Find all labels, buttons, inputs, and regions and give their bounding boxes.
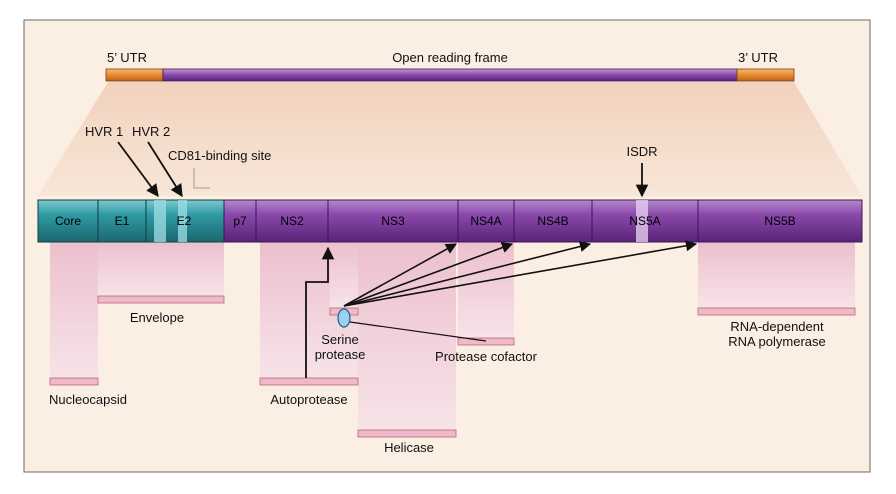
autoprotease-bar xyxy=(259,377,359,386)
hvr1-label: HVR 1 xyxy=(85,124,123,139)
utr3-label: 3’ UTR xyxy=(738,50,778,65)
e1e2-drop xyxy=(98,242,224,296)
segment-ns5b xyxy=(697,199,863,243)
helicase-bar xyxy=(357,429,457,438)
segment-ns4b xyxy=(513,199,593,243)
rdrp-label-line2: RNA polymerase xyxy=(728,334,826,349)
ns4b-label: NS4B xyxy=(537,214,568,228)
serine-label-line1: Serine xyxy=(321,332,359,347)
autoprotease-arrow xyxy=(305,246,335,378)
protease-cofactor-bar xyxy=(457,337,515,346)
cleavage-arrow-ns5a-ns5b xyxy=(343,240,698,307)
zoom-fan xyxy=(38,82,862,196)
protease-cofactor-label: Protease cofactor xyxy=(435,349,538,364)
segment-e1 xyxy=(97,199,147,243)
ns5b-label: NS5B xyxy=(764,214,795,228)
rdrp-bar xyxy=(697,307,856,316)
core-label: Core xyxy=(55,214,81,228)
cd81-label: CD81-binding site xyxy=(168,148,271,163)
utr5-label: 5’ UTR xyxy=(107,50,147,65)
ns4a-label: NS4A xyxy=(470,214,501,228)
rdrp-label-line1: RNA-dependent xyxy=(730,319,824,334)
isdr-band xyxy=(636,200,648,242)
utr5-bar xyxy=(105,68,164,82)
p7-label: p7 xyxy=(233,214,247,228)
orf-bar xyxy=(162,68,738,82)
e1-label: E1 xyxy=(115,214,130,228)
helicase-label: Helicase xyxy=(384,440,434,455)
serine-protease-oval xyxy=(337,308,351,328)
envelope-label: Envelope xyxy=(130,310,184,325)
cofactor-connector xyxy=(349,321,487,342)
hvr1-arrow xyxy=(117,141,159,198)
autoprotease-label: Autoprotease xyxy=(270,392,347,407)
core-drop xyxy=(50,242,98,378)
cleavage-arrow-ns3-ns4a xyxy=(343,243,457,307)
ns2-label: NS2 xyxy=(280,214,304,228)
hvr2-arrow xyxy=(147,141,183,198)
cleavage-arrow-ns4b-ns5a xyxy=(343,241,592,307)
segment-ns3 xyxy=(327,199,459,243)
nucleocapsid-label: Nucleocapsid xyxy=(49,392,127,407)
isdr-label: ISDR xyxy=(626,144,657,159)
ns3-drop xyxy=(358,242,456,430)
orf-label: Open reading frame xyxy=(392,50,508,65)
nucleocapsid-bar xyxy=(49,377,99,386)
ns3-label: NS3 xyxy=(381,214,405,228)
segment-ns2 xyxy=(255,199,329,243)
envelope-bar xyxy=(97,295,225,304)
ns4a-drop xyxy=(458,242,514,338)
segment-core xyxy=(37,199,99,243)
segment-ns4a xyxy=(457,199,515,243)
e2-label: E2 xyxy=(177,214,192,228)
ns3-protease-drop xyxy=(330,242,358,308)
utr3-bar xyxy=(736,68,795,82)
cleavage-arrow-ns4a-ns4b xyxy=(343,242,514,307)
serine-label-line2: protease xyxy=(315,347,366,362)
hvr2-label: HVR 2 xyxy=(132,124,170,139)
cd81-pointer xyxy=(193,168,210,189)
ns5a-label: NS5A xyxy=(629,214,660,228)
ns5b-drop xyxy=(698,242,855,308)
hvr1-band xyxy=(154,200,166,242)
hvr2-band xyxy=(178,200,187,242)
